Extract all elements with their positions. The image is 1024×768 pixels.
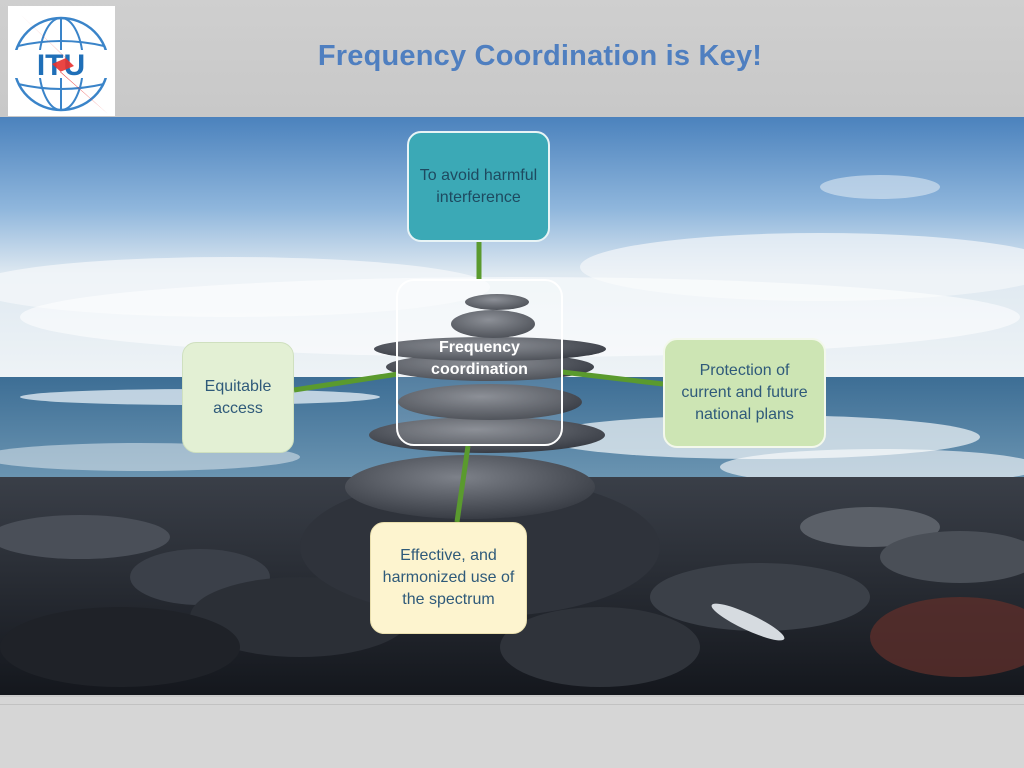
center-node-frequency-coordination: Frequency coordination [396, 279, 563, 446]
connector-left [293, 371, 399, 393]
node-equitable-access: Equitable access [182, 342, 294, 453]
center-node-label: Frequency coordination [431, 338, 528, 378]
node-protection-national-plans: Protection of current and future nationa… [663, 338, 826, 448]
node-avoid-interference: To avoid harmful interference [407, 131, 550, 242]
connector-bottom [454, 445, 471, 523]
slide-footer-band [0, 695, 1024, 768]
stone-cairn-image [0, 117, 1024, 695]
node-bottom-label: Effective, and harmonized use of the spe… [382, 547, 515, 608]
page-title: Frequency Coordination is Key! [317, 40, 763, 72]
footer-divider [0, 704, 1024, 705]
node-right-label: Protection of current and future nationa… [681, 362, 808, 423]
itu-globe-icon: ITU [12, 14, 111, 114]
itu-logo: ITU [8, 6, 115, 116]
slide-header: ITU Frequency Coordination is Key! [0, 0, 1024, 117]
beach-stones-photo [0, 117, 1024, 695]
node-top-label: To avoid harmful interference [419, 166, 538, 206]
connector-right [561, 369, 664, 387]
node-left-label: Equitable access [204, 377, 272, 417]
node-harmonized-use: Effective, and harmonized use of the spe… [370, 522, 527, 634]
